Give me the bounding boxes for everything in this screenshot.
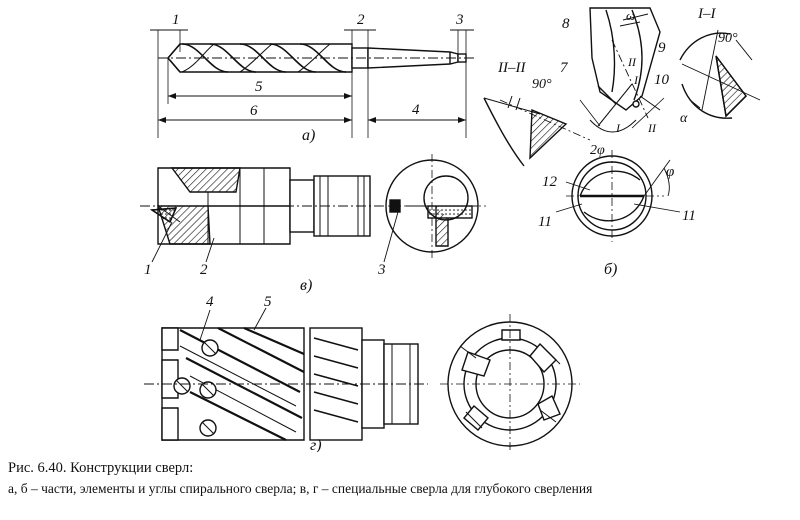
- section-mark-i-a: I: [633, 73, 639, 87]
- section-ii-ii: [483, 95, 591, 167]
- view-a-label: а): [302, 127, 315, 144]
- drill-designs-drawing: 1 2 3 4 5 6 а): [140, 6, 761, 452]
- label-10: 10: [654, 72, 670, 88]
- dim-1-label: 1: [172, 12, 180, 28]
- dim-5-label: 5: [255, 79, 263, 95]
- v-label-1: 1: [144, 262, 152, 278]
- angle-90-left: 90°: [532, 77, 552, 92]
- dim-6-label: 6: [250, 103, 258, 119]
- angle-phi: φ: [666, 164, 674, 180]
- section-mark-ii-b: II: [647, 121, 657, 135]
- view-v-label: в): [300, 277, 312, 294]
- view-b-end-circle: [555, 150, 681, 242]
- view-b-drill-point: [579, 7, 665, 133]
- dim-4-label: 4: [412, 102, 420, 118]
- section-i-i: [679, 29, 761, 119]
- view-b-label: б): [604, 261, 617, 278]
- view-v-end-view: [383, 154, 486, 263]
- label-9: 9: [658, 40, 666, 56]
- section-mark-i-b: I: [615, 121, 621, 135]
- section-i-i-title: I–I: [697, 6, 716, 22]
- g-label-4: 4: [206, 294, 214, 310]
- figure-caption-text: а, б – части, элементы и углы спиральног…: [8, 481, 593, 496]
- g-label-5: 5: [264, 294, 272, 310]
- label-8: 8: [562, 16, 570, 32]
- view-g-end-view: [440, 314, 580, 452]
- view-g-label: г): [310, 437, 322, 452]
- figure-caption-title: Рис. 6.40. Конструкции сверл:: [8, 460, 194, 476]
- view-a-twist-drill: [150, 29, 476, 138]
- v-label-3: 3: [377, 262, 386, 278]
- dim-3-label: 3: [455, 12, 464, 28]
- label-11-right: 11: [682, 208, 696, 224]
- view-g-deep-hole-drill: [144, 307, 428, 441]
- label-11-left: 11: [538, 214, 552, 230]
- label-7: 7: [560, 60, 569, 76]
- angle-90-right: 90°: [718, 31, 738, 46]
- view-v-deep-hole-drill: [140, 167, 384, 263]
- angle-2phi: 2φ: [590, 143, 605, 158]
- v-label-2: 2: [200, 262, 208, 278]
- dim-2-label: 2: [357, 12, 365, 28]
- angle-alpha: α: [680, 111, 688, 126]
- angle-omega: ω: [626, 8, 635, 23]
- section-ii-ii-title: II–II: [497, 60, 526, 76]
- label-12: 12: [542, 174, 558, 190]
- section-mark-ii-a: II: [627, 55, 637, 69]
